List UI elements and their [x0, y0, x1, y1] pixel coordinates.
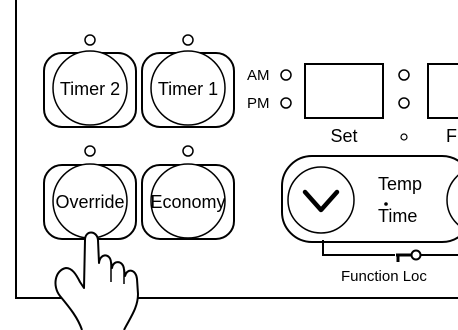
economy-label: Economy: [150, 192, 225, 212]
right-led-lower: [398, 97, 410, 109]
temp-time-rocker[interactable]: Temp Time: [281, 155, 458, 243]
key-icon: [395, 249, 422, 262]
timer2-led: [84, 34, 96, 46]
pointing-hand-icon: [54, 231, 139, 330]
chevron-down-icon: [302, 189, 340, 213]
timer2-button[interactable]: Timer 2: [43, 50, 137, 128]
right-display-partial: [427, 63, 458, 119]
pm-led: [280, 97, 292, 109]
timer1-button[interactable]: Timer 1: [141, 50, 235, 128]
up-arrow-button-partial[interactable]: [446, 167, 458, 233]
time-label: Time: [378, 206, 417, 226]
override-label: Override: [55, 192, 124, 212]
panel-border: [15, 0, 458, 299]
set-label: Set: [330, 126, 357, 146]
temp-label: Temp: [378, 174, 422, 194]
right-dot-small: [400, 133, 408, 141]
down-arrow-button[interactable]: [287, 166, 355, 234]
timer1-led: [182, 34, 194, 46]
timer1-label: Timer 1: [158, 79, 218, 99]
pm-label: PM: [247, 95, 270, 112]
finger-crease-lines: [110, 262, 125, 284]
economy-button[interactable]: Economy: [141, 163, 235, 240]
am-led: [280, 69, 292, 81]
override-button[interactable]: Override: [43, 163, 137, 240]
right-led-upper: [398, 69, 410, 81]
economy-led: [182, 145, 194, 157]
set-display: [304, 63, 384, 119]
override-led: [84, 145, 96, 157]
right-display-label: F: [446, 126, 457, 146]
function-lock-label: Function Loc: [341, 268, 427, 285]
am-label: AM: [247, 67, 270, 84]
timer2-label: Timer 2: [60, 79, 120, 99]
temp-time-separator-dot: [384, 202, 388, 206]
